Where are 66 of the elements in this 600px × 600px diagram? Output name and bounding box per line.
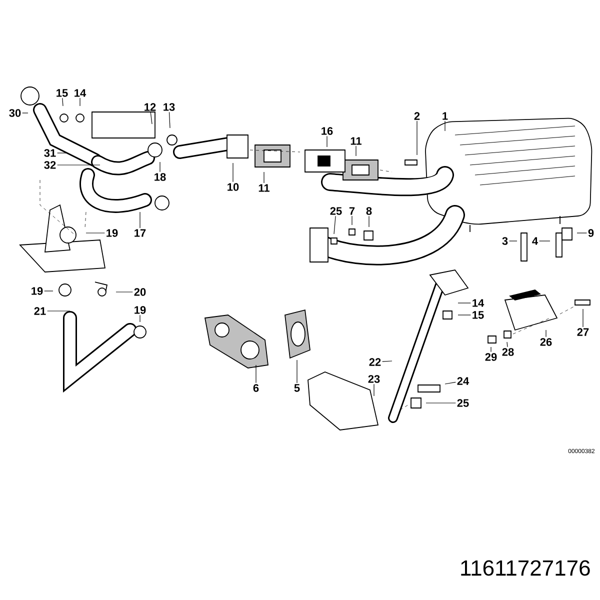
leader-line: [47, 310, 70, 312]
leader-line: [506, 342, 508, 348]
callout-number: 28: [502, 348, 514, 356]
leader-line: [86, 232, 105, 234]
callout-number: 8: [366, 207, 372, 215]
leader-line: [444, 382, 456, 384]
leader-line: [416, 120, 418, 156]
leader-line: [150, 112, 152, 124]
callout-number: 7: [349, 207, 355, 215]
callout-number: 13: [164, 103, 175, 111]
leader-line: [576, 232, 588, 234]
callout-number: 10: [228, 183, 239, 191]
part-number: 11611727176: [461, 560, 590, 576]
callout-number: 12: [144, 103, 156, 111]
callout-number: 15: [472, 311, 484, 319]
callout-number: 19: [134, 306, 146, 314]
callout-number: 32: [44, 161, 56, 169]
leader-line: [582, 308, 584, 328]
callout-number: 4: [532, 237, 538, 245]
leader-line: [232, 162, 234, 182]
callout-number: 26: [540, 338, 552, 346]
callout-number: 15: [56, 89, 68, 97]
callout-number: 25: [330, 207, 342, 215]
callout-number: 19: [106, 229, 118, 237]
leader-line: [57, 164, 100, 166]
leader-line: [444, 120, 446, 132]
callout-number: 31: [44, 149, 56, 157]
callout-number: 5: [294, 384, 300, 392]
leader-line: [334, 216, 336, 234]
leader-line: [368, 216, 370, 228]
callout-number: 24: [457, 377, 470, 385]
callout-number: 17: [134, 229, 146, 237]
leader-line: [458, 302, 471, 304]
callout-number: 18: [154, 173, 166, 181]
callout-number: 16: [322, 127, 333, 135]
leader-line: [168, 112, 170, 128]
callout-number: 1: [442, 112, 448, 120]
callout-number: 3: [502, 237, 508, 245]
leader-line: [490, 346, 492, 352]
callout-number: 2: [414, 112, 420, 120]
leader-line: [538, 240, 550, 242]
callout-number: 25: [457, 399, 469, 407]
leader-line: [22, 112, 28, 114]
leader-line: [508, 240, 518, 242]
callout-number: 20: [134, 288, 146, 296]
callout-number: 11: [350, 137, 362, 145]
callout-number: 19: [32, 287, 43, 295]
leader-line: [458, 314, 471, 316]
callout-number: 22: [369, 358, 381, 366]
callout-number: 21: [34, 307, 46, 315]
leader-line: [62, 98, 64, 106]
callout-number: 14: [472, 299, 484, 307]
leader-line: [382, 360, 392, 362]
callout-number: 6: [253, 384, 259, 392]
callout-number: 29: [485, 353, 497, 361]
leader-line: [296, 360, 298, 384]
callout-number: 11: [258, 184, 270, 192]
callout-number: 30: [9, 109, 21, 117]
leader-line: [326, 136, 328, 148]
leader-line: [426, 402, 456, 404]
callout-number: 9: [588, 229, 594, 237]
leader-line: [44, 290, 54, 292]
leader-line: [57, 152, 66, 154]
callout-number: 23: [368, 375, 380, 383]
callout-number: 27: [577, 328, 589, 336]
callout-number: 14: [74, 89, 86, 97]
